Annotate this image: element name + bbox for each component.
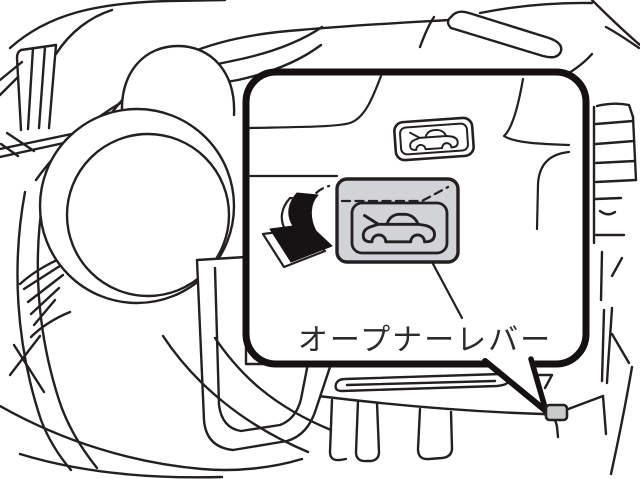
side-vent [592, 102, 638, 385]
instrument-cluster-hood [120, 44, 236, 117]
steering-wheel-hub [38, 107, 236, 305]
callout-interior-art [247, 74, 571, 320]
callout-bubble: オープナーレバー [242, 68, 590, 414]
label-leader-line [430, 260, 464, 320]
lower-dash-panel [316, 332, 634, 476]
press-direction-arrow-icon [261, 192, 333, 269]
hood-release-symbol-panel-icon [393, 116, 475, 162]
steering-wheel-rim-bottom [0, 334, 333, 479]
target-opener-lever [544, 403, 569, 422]
opener-lever [335, 177, 460, 264]
dash-speaker-grille [446, 10, 563, 59]
callout-label: オープナーレバー [298, 324, 552, 357]
